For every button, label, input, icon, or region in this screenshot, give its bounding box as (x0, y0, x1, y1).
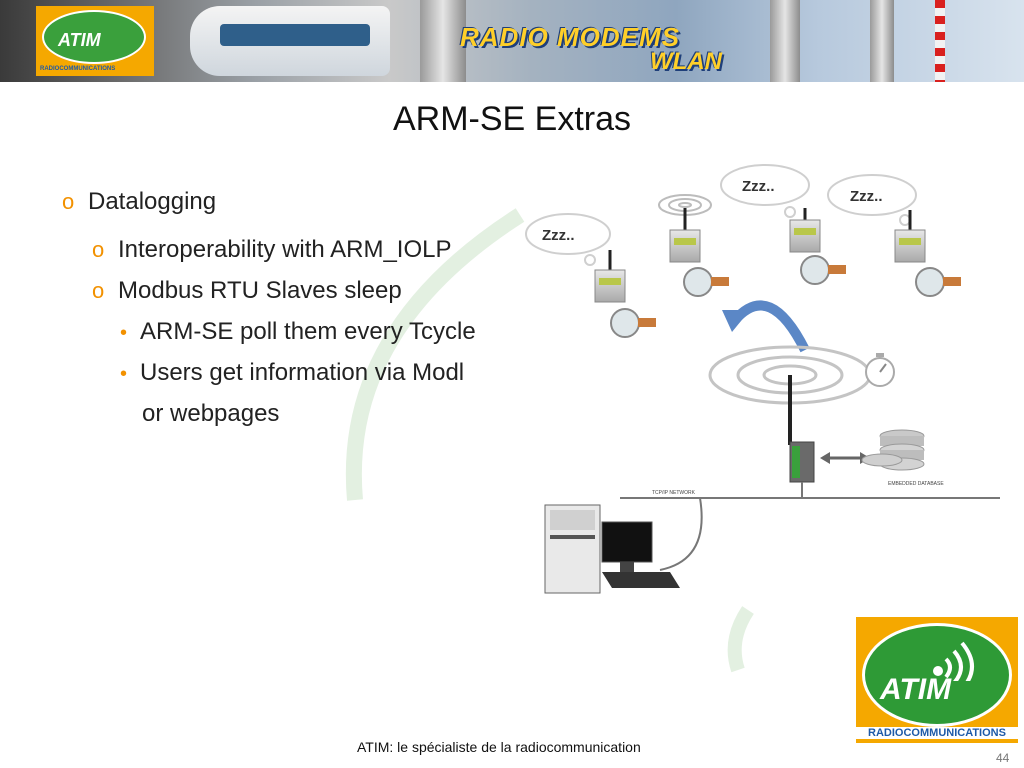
arrow-head-icon (722, 310, 750, 332)
radio-signal-icon (933, 641, 974, 681)
sleep-label: Zzz.. (850, 188, 883, 205)
sleep-bubble: Zzz.. (525, 213, 611, 266)
green-arc (345, 208, 525, 501)
computer-icon (544, 504, 680, 594)
logo-text: ATIM (58, 30, 101, 50)
sleep-bubble: Zzz.. (720, 164, 810, 218)
network-diagram: Zzz.. Zzz.. Zzz.. (525, 164, 1000, 594)
radio-modem-icon (669, 208, 701, 263)
header-banner: ATIM RADIOCOMMUNICATIONS RADIO MODEMS WL… (0, 0, 1024, 82)
circle-bullet-icon: o (62, 189, 75, 214)
radio-modem-icon (594, 250, 626, 303)
circle-bullet-icon: o (92, 278, 105, 303)
banner-title: RADIO MODEMS (460, 22, 680, 52)
industrial-tank-graphic (420, 0, 466, 82)
sleep-label: Zzz.. (742, 178, 775, 195)
dot-bullet-icon: • (120, 322, 128, 344)
network-cable (659, 497, 703, 571)
circle-bullet-icon: o (92, 237, 105, 262)
train-graphic (190, 6, 390, 76)
water-meter-icon (915, 267, 961, 297)
atim-logo: ATIM RADIOCOMMUNICATIONS (856, 617, 1018, 743)
database-icon (861, 429, 925, 471)
chimney-graphic (935, 0, 945, 82)
water-meter-icon (800, 255, 846, 285)
radio-modem-icon (789, 208, 821, 253)
page-number: 44 (996, 751, 1010, 765)
dot-bullet-icon: • (120, 363, 128, 385)
database-label: EMBEDDED DATABASE (888, 481, 944, 487)
radio-modem-icon (894, 210, 926, 263)
footer-text: ATIM: le spécialiste de la radiocommunic… (357, 739, 641, 755)
green-arc (727, 606, 754, 673)
network-label: TCP/IP NETWORK (652, 490, 696, 496)
sleep-bubble: Zzz.. (827, 174, 917, 226)
bullet-item: •ARM-SE poll them every Tcycle (120, 318, 476, 345)
banner-subtitle: WLAN (650, 48, 722, 75)
arrow-head-icon (820, 452, 830, 464)
bullet-item: •Users get information via Modl (120, 359, 465, 386)
atim-logo-small: ATIM RADIOCOMMUNICATIONS (36, 6, 154, 76)
stopwatch-icon (865, 353, 895, 387)
water-meter-icon (683, 267, 729, 297)
logo-subtext: RADIOCOMMUNICATIONS (856, 727, 1018, 739)
sleep-label: Zzz.. (542, 227, 575, 244)
industrial-tank-graphic (770, 0, 800, 82)
logo-subtext: RADIOCOMMUNICATIONS (40, 66, 116, 72)
water-meter-icon (610, 308, 656, 338)
slide-title: ARM-SE Extras (392, 100, 632, 138)
logo-text: ATIM (880, 673, 952, 706)
bullet-continuation: or webpages (142, 400, 280, 427)
industrial-tank-graphic (870, 0, 894, 82)
